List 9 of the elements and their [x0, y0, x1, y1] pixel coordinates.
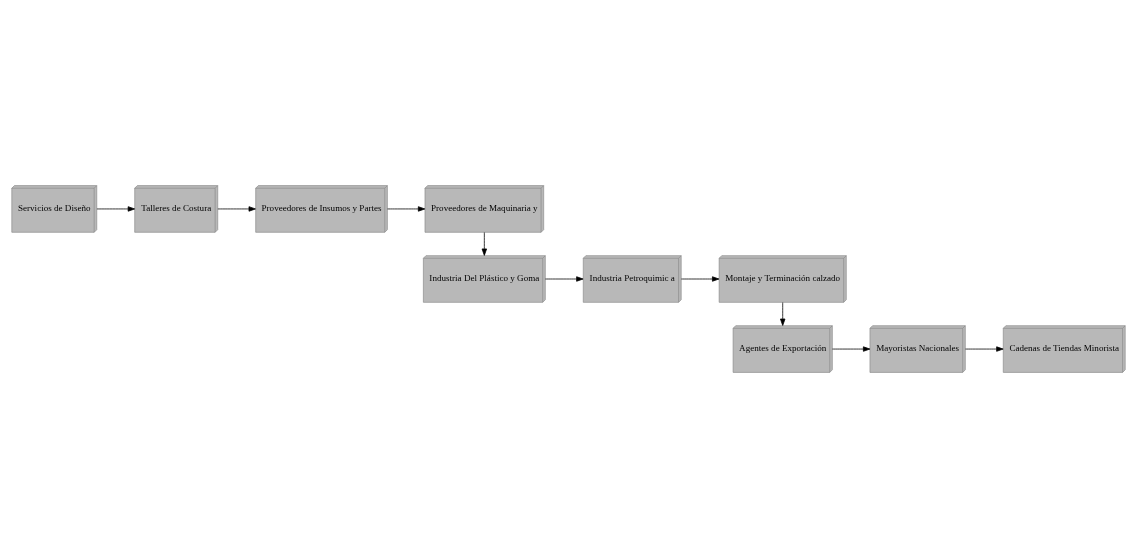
arrow	[780, 301, 786, 326]
arrow	[217, 205, 256, 212]
arrow	[680, 275, 720, 282]
arrow	[965, 345, 1004, 352]
arrow	[544, 275, 584, 282]
arrow	[832, 345, 871, 352]
arrow	[96, 205, 135, 212]
arrow	[481, 231, 487, 256]
arrow	[387, 205, 426, 212]
